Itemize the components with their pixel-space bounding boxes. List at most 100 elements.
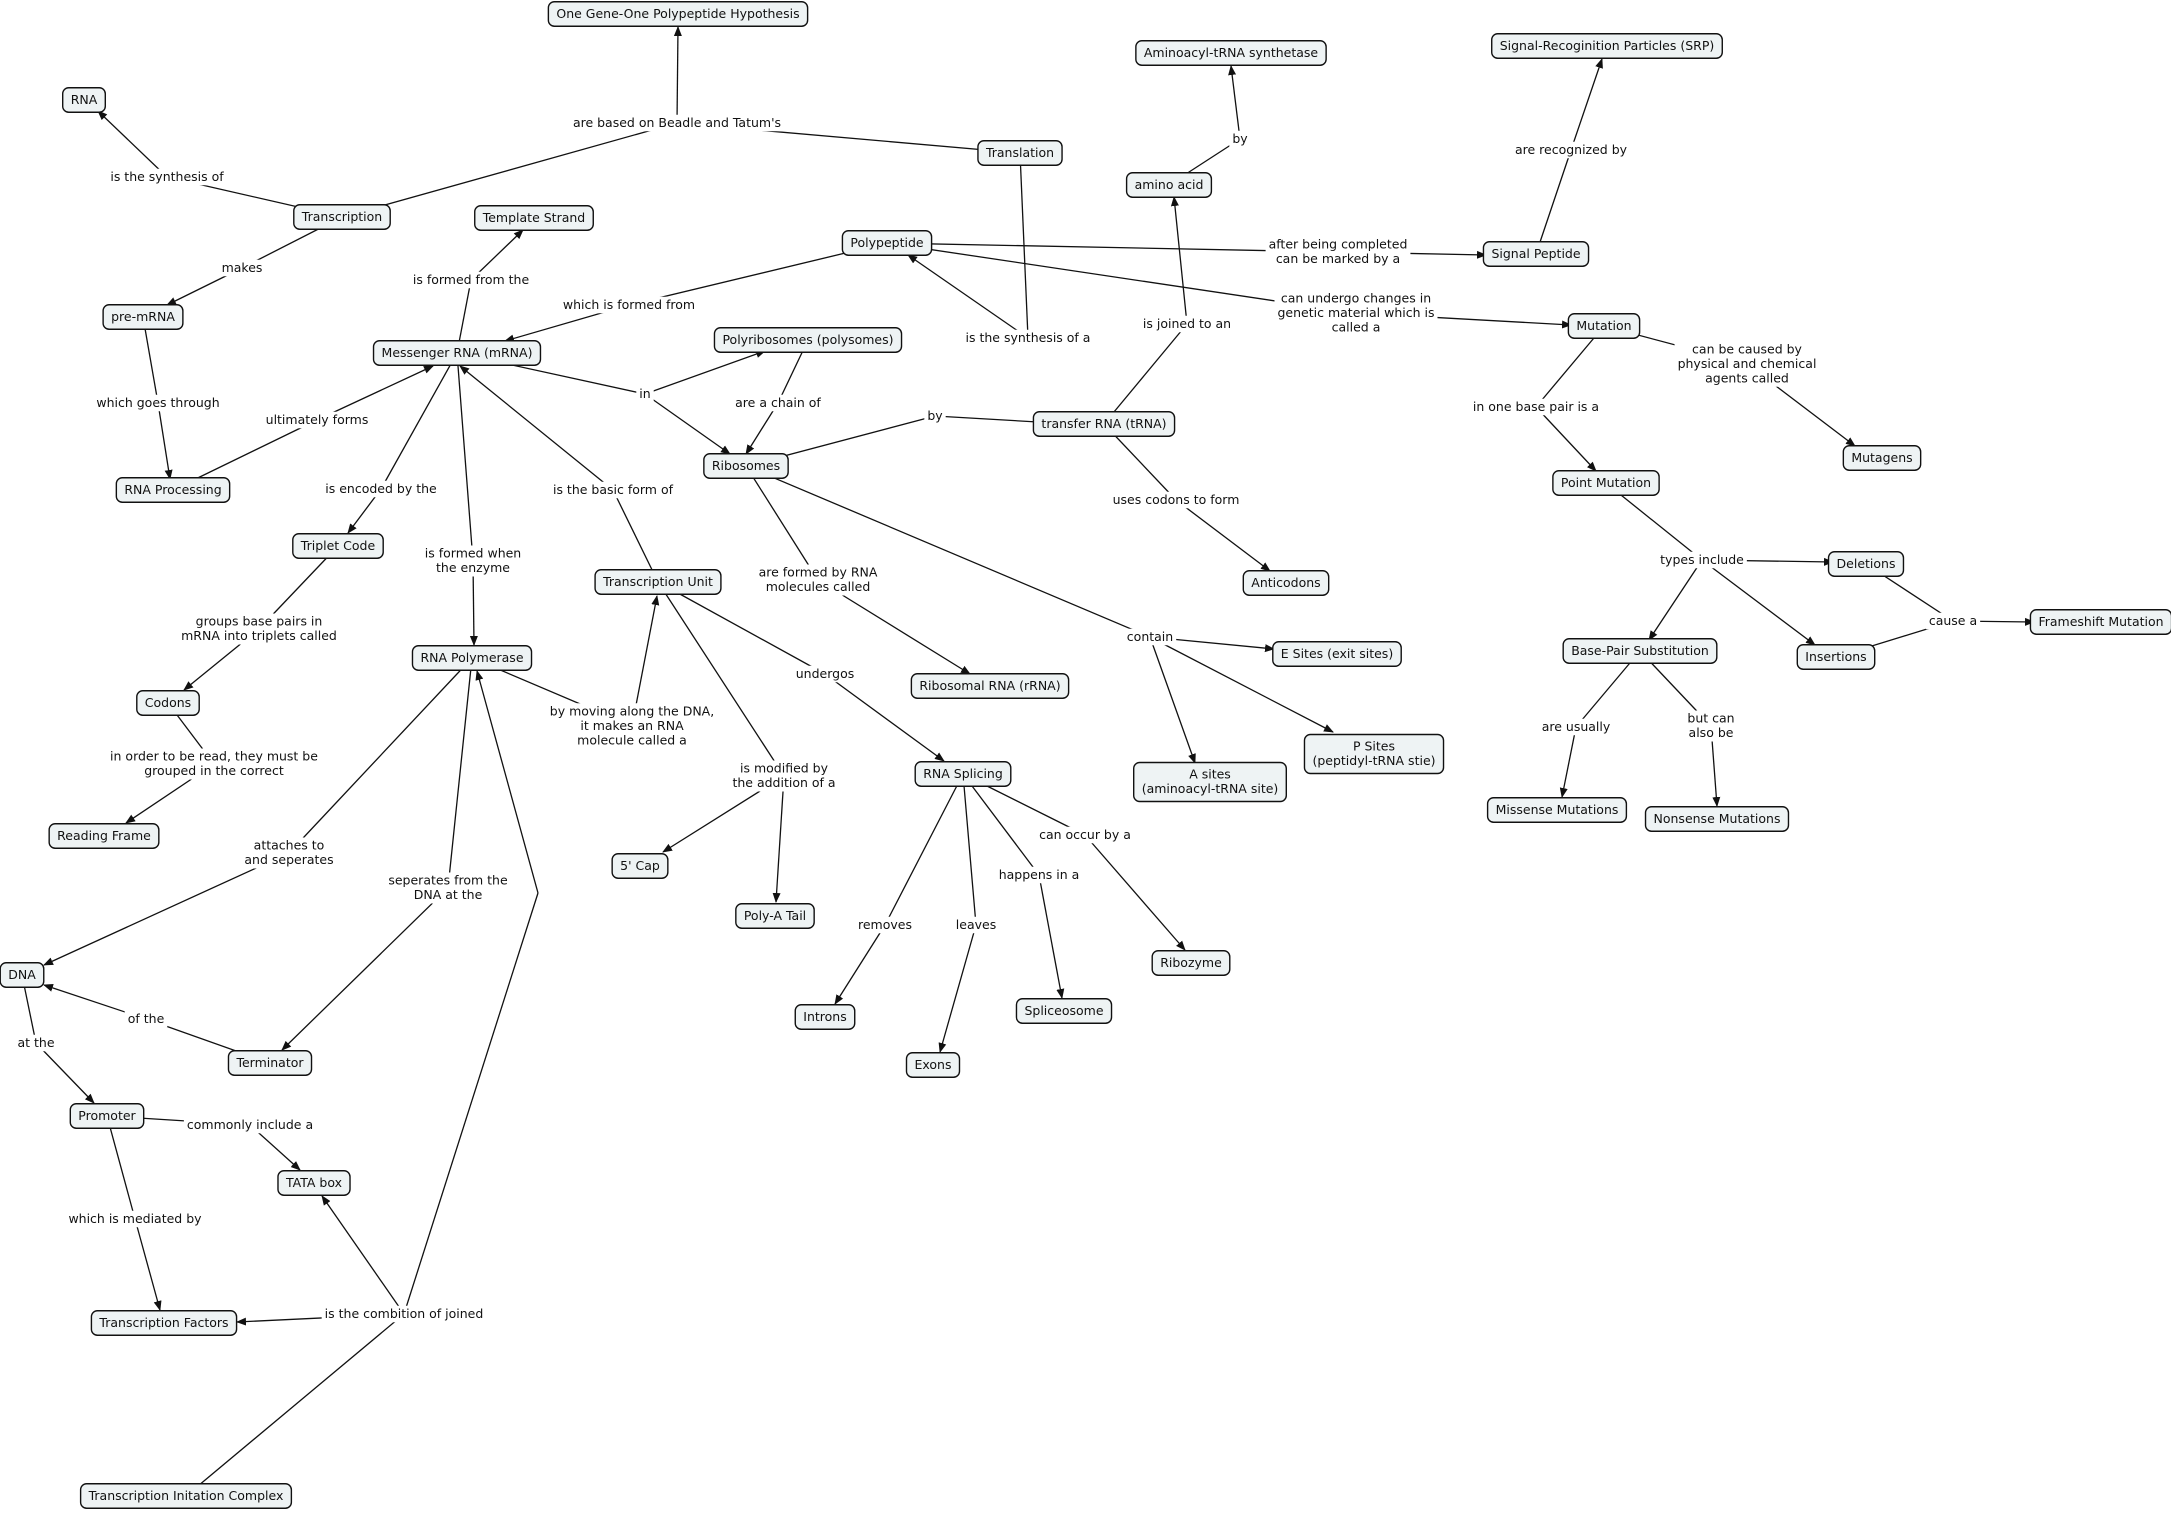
concept-node-polysomes[interactable]: Polyribosomes (polysomes) (713, 327, 903, 353)
concept-node-transcription[interactable]: Transcription (293, 204, 391, 230)
concept-node-rnaproc[interactable]: RNA Processing (115, 477, 231, 503)
link-label-text: are formed by RNA (759, 565, 878, 580)
concept-node-nonsense[interactable]: Nonsense Mutations (1644, 806, 1790, 832)
concept-node-premrna[interactable]: pre-mRNA (102, 304, 184, 330)
concept-node-ribozyme[interactable]: Ribozyme (1151, 950, 1231, 976)
link-label-text: which is mediated by (68, 1211, 202, 1226)
concept-node-dna[interactable]: DNA (0, 962, 45, 988)
node-label: Signal-Recoginition Particles (SRP) (1500, 38, 1715, 53)
concept-node-terminator[interactable]: Terminator (227, 1050, 313, 1076)
concept-node-exons[interactable]: Exons (905, 1052, 961, 1078)
concept-node-anticodons[interactable]: Anticodons (1242, 570, 1330, 596)
node-box (611, 853, 669, 879)
link-label-goes-through: which goes through (93, 394, 223, 412)
link-label-removes: removes (855, 916, 915, 934)
link-label-text: is modified by (740, 761, 829, 776)
node-box (1796, 644, 1876, 670)
concept-node-spliceosome[interactable]: Spliceosome (1015, 998, 1113, 1024)
concept-node-mutagens[interactable]: Mutagens (1842, 445, 1922, 471)
connector-arrow (1170, 196, 1188, 325)
concept-node-trna[interactable]: transfer RNA (tRNA) (1032, 411, 1176, 437)
node-label: Reading Frame (57, 828, 151, 843)
link-label-text: molecule called a (577, 732, 687, 747)
concept-node-asites[interactable]: A sites(aminoacyl-tRNA site) (1133, 761, 1287, 803)
node-label: Anticodons (1251, 575, 1320, 590)
link-label-text: which is formed from (563, 297, 695, 312)
connector-arrow (673, 26, 682, 124)
node-label: pre-mRNA (111, 309, 175, 324)
node-box (48, 823, 160, 849)
concept-node-signalpep[interactable]: Signal Peptide (1482, 241, 1590, 267)
link-label-makes: makes (218, 259, 266, 277)
link-label-text: in (639, 386, 650, 401)
concept-node-translation[interactable]: Translation (977, 140, 1063, 166)
node-box (1567, 313, 1641, 339)
concept-node-bps[interactable]: Base-Pair Substitution (1562, 638, 1718, 664)
link-label-text: is joined to an (1143, 316, 1231, 331)
concept-node-esites[interactable]: E Sites (exit sites) (1272, 641, 1402, 667)
concept-node-template[interactable]: Template Strand (474, 205, 594, 231)
concept-node-frameshift[interactable]: Frameshift Mutation (2029, 609, 2171, 635)
concept-node-srp[interactable]: Signal-Recoginition Particles (SRP) (1491, 33, 1723, 59)
node-box (1303, 733, 1445, 775)
concept-node-tu[interactable]: Transcription Unit (594, 569, 722, 595)
concept-node-missense[interactable]: Missense Mutations (1486, 797, 1628, 823)
link-label-encoded-by: is encoded by the (322, 480, 440, 498)
concept-node-splicing[interactable]: RNA Splicing (914, 761, 1012, 787)
link-label-text: is formed when (425, 546, 521, 561)
connector-line (456, 352, 474, 562)
node-label: Triplet Code (300, 538, 376, 553)
connector-line (142, 316, 159, 404)
node-label: Transcription Factors (98, 1315, 228, 1330)
node-box (62, 87, 106, 113)
node-label: Transcription Initation Complex (88, 1488, 284, 1503)
concept-node-readingframe[interactable]: Reading Frame (48, 823, 160, 849)
link-label-chain-of: are a chain of (732, 394, 824, 412)
concept-node-pointmut[interactable]: Point Mutation (1552, 470, 1660, 496)
concept-node-tfactors[interactable]: Transcription Factors (90, 1310, 238, 1336)
node-label: One Gene-One Polypeptide Hypothesis (556, 6, 799, 21)
concept-node-rnapol[interactable]: RNA Polymerase (411, 645, 533, 671)
link-label-text: also be (1689, 725, 1734, 740)
node-label: RNA Polymerase (420, 650, 523, 665)
concept-node-polya[interactable]: Poly-A Tail (735, 903, 815, 929)
node-label: Nonsense Mutations (1654, 811, 1781, 826)
concept-node-tic[interactable]: Transcription Initation Complex (79, 1483, 293, 1509)
link-label-cause-a: cause a (1925, 612, 1981, 630)
connector-arrow (1149, 636, 1196, 764)
concept-node-promoter[interactable]: Promoter (69, 1103, 145, 1129)
concept-node-ogop[interactable]: One Gene-One Polypeptide Hypothesis (547, 1, 809, 27)
concept-node-introns[interactable]: Introns (794, 1004, 856, 1030)
concept-node-deletions[interactable]: Deletions (1827, 551, 1905, 577)
concept-node-ribosomes[interactable]: Ribosomes (703, 453, 789, 479)
concept-node-tata[interactable]: TATA box (277, 1170, 351, 1196)
link-label-text: ultimately forms (266, 412, 369, 427)
concept-node-mutation[interactable]: Mutation (1567, 313, 1641, 339)
concept-node-triplet[interactable]: Triplet Code (292, 533, 384, 559)
link-label-text: in order to be read, they must be (110, 749, 318, 764)
node-label: Transcription Unit (602, 574, 713, 589)
concept-node-codons[interactable]: Codons (136, 690, 200, 716)
concept-node-fivecap[interactable]: 5' Cap (611, 853, 669, 879)
node-box (547, 1, 809, 27)
concept-node-polypeptide[interactable]: Polypeptide (841, 230, 933, 256)
connector-arrow (745, 402, 779, 455)
concept-node-psites[interactable]: P Sites(peptidyl-tRNA stie) (1303, 733, 1445, 775)
link-label-leaves: leaves (952, 916, 1000, 934)
connector-arrow (907, 254, 1029, 339)
concept-node-insertions[interactable]: Insertions (1796, 644, 1876, 670)
node-box (1491, 33, 1723, 59)
concept-node-aminoacid[interactable]: amino acid (1125, 172, 1213, 198)
link-label-combition: is the combition of joined (321, 1305, 487, 1323)
concept-node-aats[interactable]: Aminoacyl-tRNA synthetase (1135, 40, 1327, 66)
concept-node-mrna[interactable]: Messenger RNA (mRNA) (372, 340, 542, 366)
concept-node-rna[interactable]: RNA (62, 87, 106, 113)
concept-node-rrna[interactable]: Ribosomal RNA (rRNA) (910, 673, 1070, 699)
connector-arrow (644, 393, 731, 455)
link-label-text: makes (222, 260, 263, 275)
node-label: DNA (8, 967, 36, 982)
link-label-text: are a chain of (735, 395, 821, 410)
node-box (1552, 470, 1660, 496)
